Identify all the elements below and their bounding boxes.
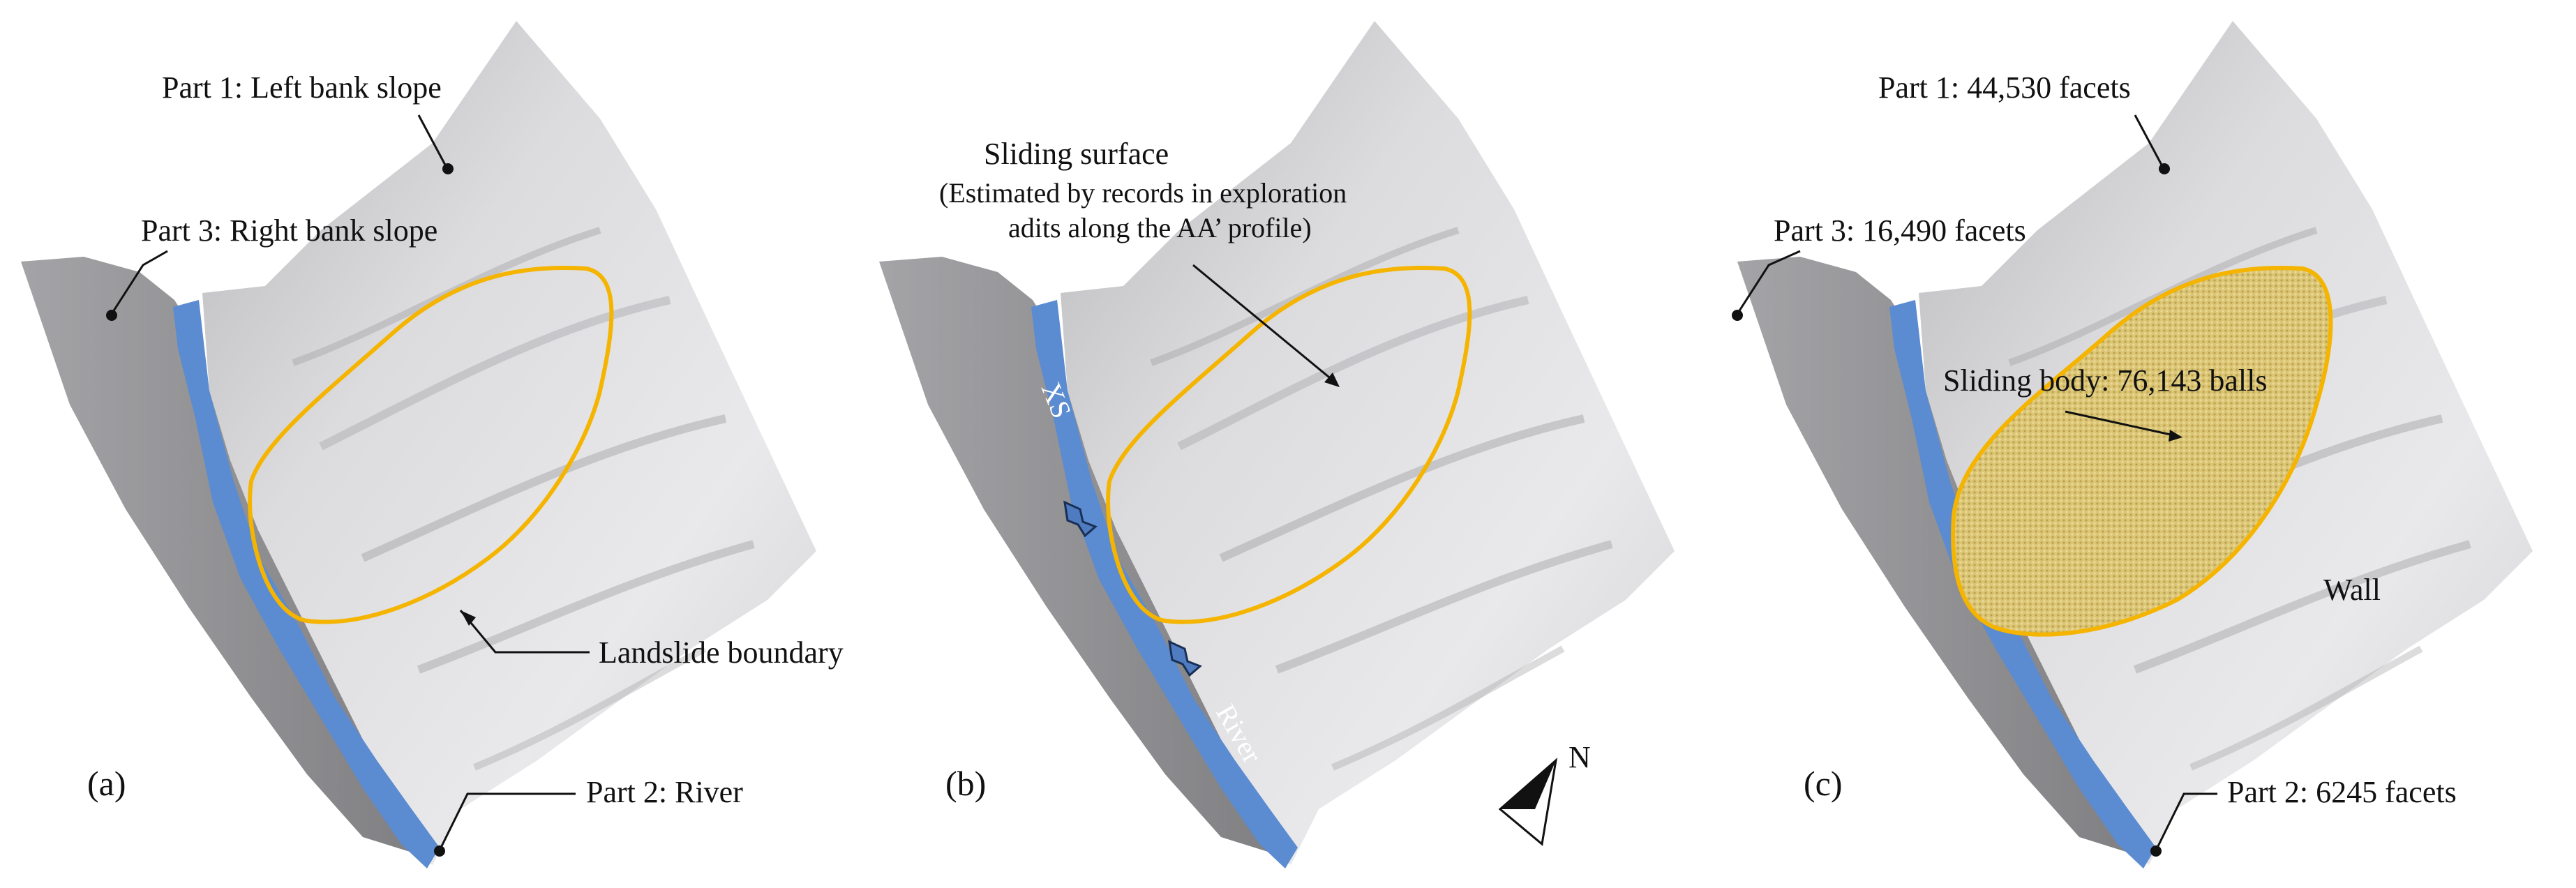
part3-leader: [110, 250, 168, 315]
boundary-arrowhead: [460, 610, 476, 626]
part2-leader: [440, 792, 576, 848]
sliding-body-leader: [2065, 410, 2178, 437]
part1-leader: [417, 114, 448, 168]
part1-leader: [2134, 114, 2164, 168]
sliding-body: [1951, 265, 2333, 637]
sliding-body-arrowhead: [2169, 430, 2182, 442]
part3-dot: [1732, 310, 1743, 321]
north-arrow-icon: [1498, 758, 1558, 846]
panel-tag: (c): [1804, 764, 1843, 803]
terrain-model: [21, 21, 816, 868]
panel-tag: (a): [87, 764, 126, 803]
north-label: N: [1568, 740, 1591, 774]
part1-label: Part 1: 44,530 facets: [1878, 70, 2131, 105]
boundary-label: Landslide boundary: [599, 635, 844, 670]
sliding-body-label: Sliding body: 76,143 balls: [1943, 363, 2267, 398]
flow-arrow-icon: [1063, 500, 1098, 538]
part3-label: Part 3: 16,490 facets: [1774, 213, 2026, 248]
part2-label: Part 2: River: [586, 775, 743, 809]
part1-dot: [442, 163, 454, 174]
panel-b: Sliding surface (Estimated by records in…: [879, 21, 1675, 868]
part1-dot: [2159, 163, 2170, 174]
panel-c: Part 1: 44,530 facets Part 3: 16,490 fac…: [1732, 21, 2533, 868]
part3-dot: [106, 310, 117, 321]
part1-label: Part 1: Left bank slope: [162, 70, 442, 105]
sliding-surface-title: Sliding surface: [984, 137, 1169, 171]
part3-leader: [1736, 250, 1801, 315]
part3-label: Part 3: Right bank slope: [141, 213, 437, 248]
part2-dot: [2150, 845, 2162, 857]
panel-tag: (b): [945, 764, 986, 803]
sliding-surface-leader: [1192, 264, 1333, 382]
landslide-boundary: [248, 265, 614, 624]
wall-label: Wall: [2323, 573, 2381, 607]
panel-a: Part 1: Left bank slope Part 3: Right ba…: [21, 21, 844, 868]
sliding-surface-arrowhead: [1324, 372, 1340, 387]
flow-arrow-icon: [1168, 640, 1202, 677]
sliding-surface-note-line1: (Estimated by records in exploration: [939, 177, 1347, 209]
sliding-surface-boundary: [1106, 265, 1472, 624]
part2-leader: [2156, 792, 2217, 848]
part2-dot: [434, 845, 445, 857]
sliding-surface-note-line2: adits along the AA’ profile): [1008, 212, 1312, 243]
part2-label: Part 2: 6245 facets: [2227, 775, 2457, 809]
boundary-leader: [459, 610, 590, 654]
